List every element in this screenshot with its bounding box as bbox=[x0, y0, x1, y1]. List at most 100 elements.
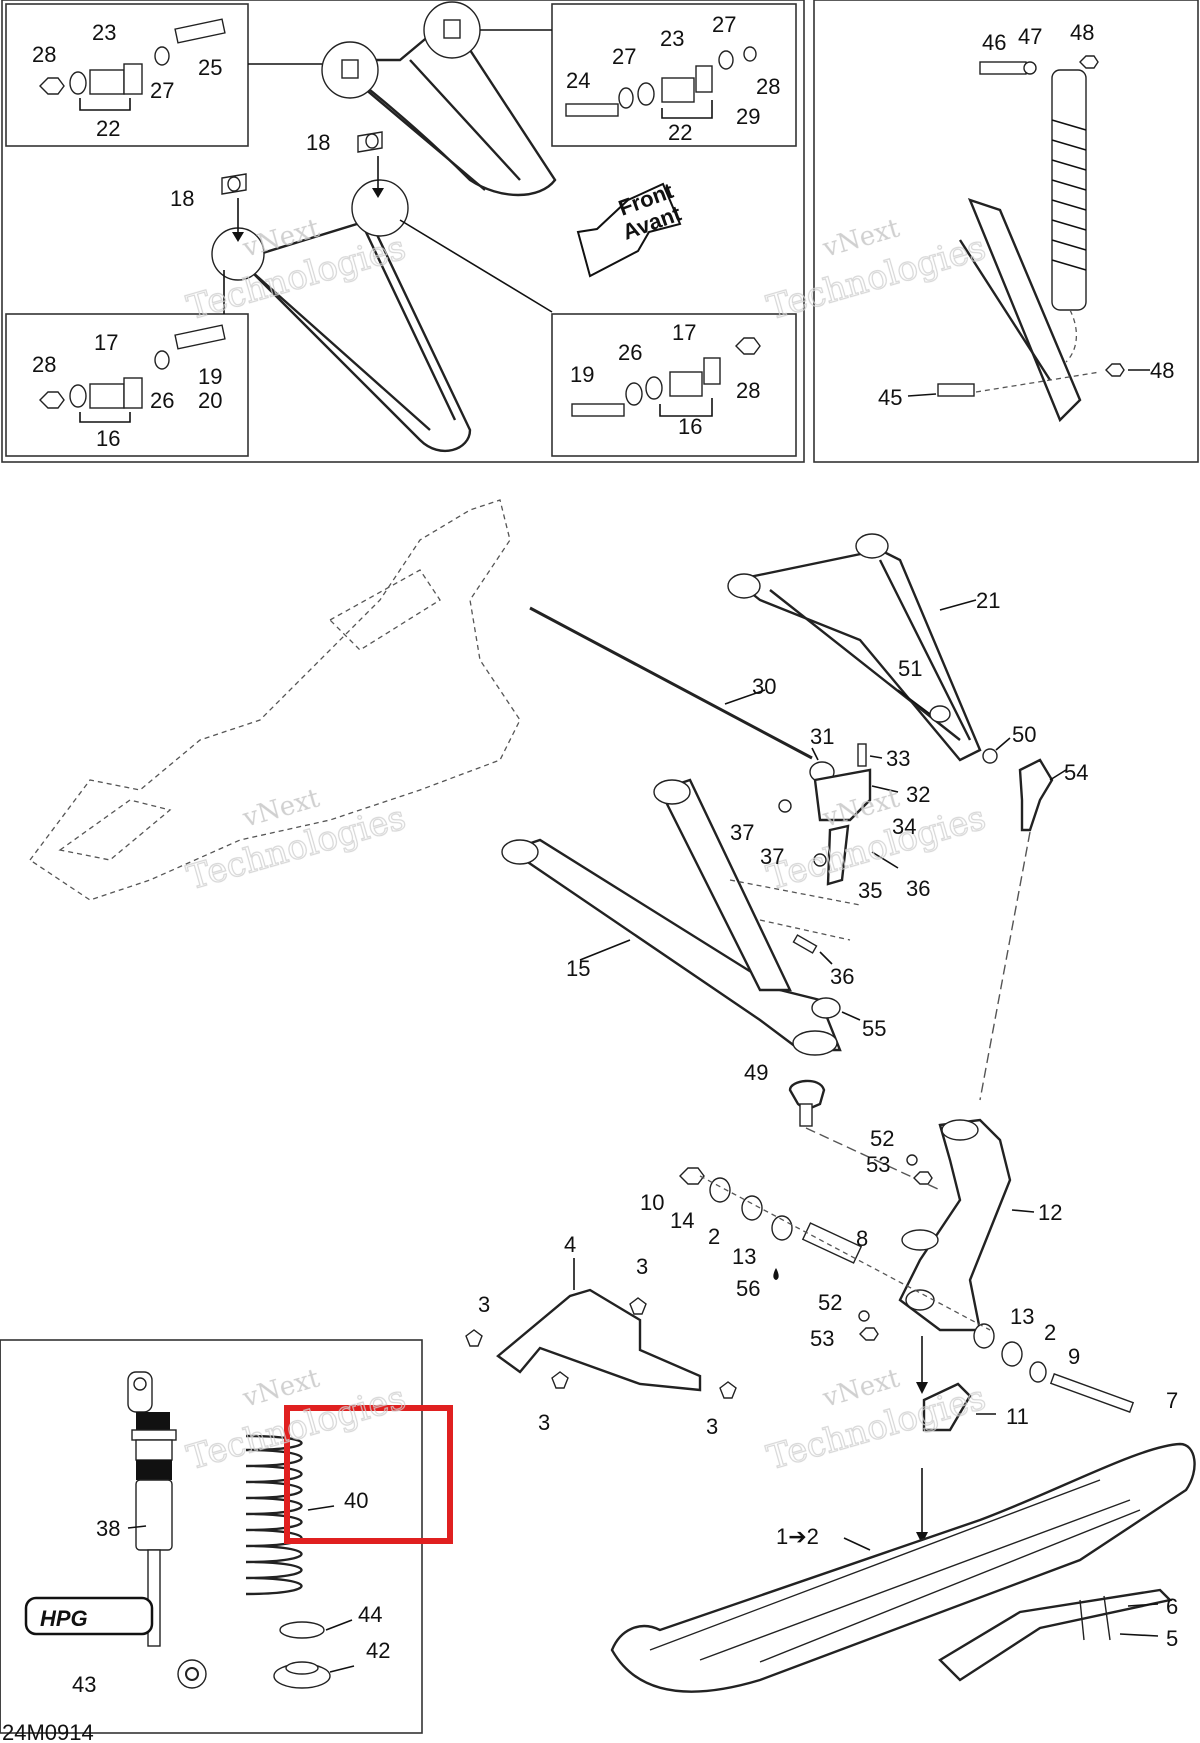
ski-assembly bbox=[610, 1336, 1196, 1693]
callout-52a: 52 bbox=[870, 1126, 894, 1151]
callout-29: 29 bbox=[736, 104, 760, 129]
callout-28a: 28 bbox=[32, 42, 56, 67]
callout-5: 5 bbox=[1166, 1626, 1178, 1651]
callout-13a: 13 bbox=[732, 1244, 756, 1269]
shock-spring-panel-frame bbox=[0, 1339, 423, 1734]
inset-box-d bbox=[551, 313, 797, 457]
callout-8: 8 bbox=[856, 1226, 868, 1251]
callout-16a: 16 bbox=[96, 426, 120, 451]
callout-46: 46 bbox=[982, 30, 1006, 55]
callout-37a: 37 bbox=[730, 820, 754, 845]
callout-22a: 22 bbox=[96, 116, 120, 141]
callout-7: 7 bbox=[1166, 1388, 1178, 1413]
callout-21: 21 bbox=[976, 588, 1000, 613]
main-callouts: 21 30 51 50 54 31 33 32 37 34 37 35 36 3… bbox=[72, 588, 1178, 1697]
callout-27c: 27 bbox=[712, 12, 736, 37]
callout-48a: 48 bbox=[1070, 20, 1094, 45]
callout-28c: 28 bbox=[32, 352, 56, 377]
callout-36b: 36 bbox=[830, 964, 854, 989]
callout-3a: 3 bbox=[636, 1254, 648, 1279]
callout-13b: 13 bbox=[1010, 1304, 1034, 1329]
callout-17b: 17 bbox=[672, 320, 696, 345]
top-left-panel-frame bbox=[1, 0, 805, 463]
upper-a-arm-view bbox=[248, 1, 557, 197]
highlight-box bbox=[284, 1405, 453, 1544]
callout-54: 54 bbox=[1064, 760, 1088, 785]
callout-20: 20 bbox=[198, 388, 222, 413]
callout-3d: 3 bbox=[706, 1414, 718, 1439]
callout-19b: 19 bbox=[570, 362, 594, 387]
callout-56: 56 bbox=[736, 1276, 760, 1301]
inset-d-parts: 19 26 17 28 16 bbox=[570, 320, 761, 439]
callout-28b: 28 bbox=[756, 74, 780, 99]
callout-3c: 3 bbox=[538, 1410, 550, 1435]
callout-15: 15 bbox=[566, 956, 590, 981]
callout-25: 25 bbox=[198, 55, 222, 80]
callout-45: 45 bbox=[878, 385, 902, 410]
callout-1-to-2: 1➔2 bbox=[776, 1524, 819, 1549]
callout-32: 32 bbox=[906, 782, 930, 807]
callout-33: 33 bbox=[886, 746, 910, 771]
lower-ball-joint bbox=[788, 997, 941, 1191]
callout-52b: 52 bbox=[818, 1290, 842, 1315]
callout-28d: 28 bbox=[736, 378, 760, 403]
callout-50: 50 bbox=[1012, 722, 1036, 747]
callout-37b: 37 bbox=[760, 844, 784, 869]
callout-10: 10 bbox=[640, 1190, 664, 1215]
callout-3b: 3 bbox=[478, 1292, 490, 1317]
axle-hardware bbox=[679, 1167, 1135, 1413]
upper-arm-21 bbox=[727, 533, 1011, 764]
callout-48b: 48 bbox=[1150, 358, 1174, 383]
callout-42: 42 bbox=[366, 1638, 390, 1663]
callout-44: 44 bbox=[358, 1602, 382, 1627]
callout-18a: 18 bbox=[306, 130, 330, 155]
callout-30: 30 bbox=[752, 674, 776, 699]
callout-4: 4 bbox=[564, 1232, 576, 1257]
callout-23a: 23 bbox=[92, 20, 116, 45]
tie-rod-30 bbox=[529, 606, 835, 783]
callout-22b: 22 bbox=[668, 120, 692, 145]
callout-43: 43 bbox=[72, 1672, 96, 1697]
callout-26b: 26 bbox=[618, 340, 642, 365]
callout-51: 51 bbox=[898, 656, 922, 681]
ball-joint-54 bbox=[979, 758, 1067, 1101]
inset-box-a bbox=[5, 3, 249, 147]
svg-text:HPG: HPG bbox=[40, 1606, 88, 1631]
top-right-panel-frame bbox=[813, 0, 1199, 463]
callout-14: 14 bbox=[670, 1208, 694, 1233]
callout-35: 35 bbox=[858, 878, 882, 903]
callout-16b: 16 bbox=[678, 414, 702, 439]
callout-24: 24 bbox=[566, 68, 590, 93]
callout-2b: 2 bbox=[1044, 1320, 1056, 1345]
shock-absorber-38 bbox=[127, 1371, 207, 1689]
coil-spring-40 bbox=[245, 1434, 355, 1689]
callout-36a: 36 bbox=[906, 876, 930, 901]
chassis-outline bbox=[29, 499, 521, 901]
callout-19a: 19 bbox=[198, 364, 222, 389]
callout-6: 6 bbox=[1166, 1594, 1178, 1619]
callout-31: 31 bbox=[810, 724, 834, 749]
inset-b-parts: 24 27 23 27 28 29 22 bbox=[565, 12, 780, 145]
callout-17a: 17 bbox=[94, 330, 118, 355]
callout-27a: 27 bbox=[150, 78, 174, 103]
callout-11: 11 bbox=[1006, 1404, 1029, 1429]
callout-18b: 18 bbox=[170, 186, 194, 211]
lower-arm-15 bbox=[501, 778, 842, 1056]
ski-leg-4 bbox=[465, 1258, 737, 1399]
lower-a-arm-view bbox=[211, 179, 553, 452]
inset-box-c bbox=[5, 313, 249, 457]
inset-c-parts: 28 17 26 19 20 16 bbox=[32, 324, 226, 451]
inset-box-b bbox=[551, 3, 797, 147]
callout-9: 9 bbox=[1068, 1344, 1080, 1369]
callout-53a: 53 bbox=[866, 1152, 890, 1177]
callout-38: 38 bbox=[96, 1516, 120, 1541]
callout-23b: 23 bbox=[660, 26, 684, 51]
inset-a-parts: 28 23 27 25 22 bbox=[32, 18, 226, 141]
callout-34: 34 bbox=[892, 814, 916, 839]
callout-12: 12 bbox=[1038, 1200, 1062, 1225]
callout-2a: 2 bbox=[708, 1224, 720, 1249]
bushing-18: 18 18 bbox=[170, 130, 384, 242]
callout-47: 47 bbox=[1018, 24, 1042, 49]
callout-40: 40 bbox=[344, 1488, 368, 1513]
